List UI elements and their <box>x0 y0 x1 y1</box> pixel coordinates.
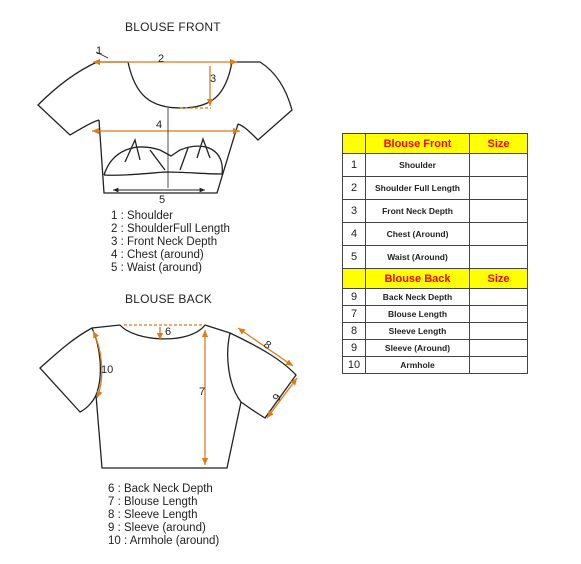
size-input-cell[interactable] <box>469 222 528 246</box>
size-input-cell[interactable] <box>469 322 528 340</box>
table-row: 7 Blouse Length <box>342 305 528 323</box>
shoulder-marker-line <box>95 51 109 59</box>
size-input-cell[interactable] <box>469 153 528 177</box>
legend-item: 2 : ShoulderFull Length <box>111 223 230 235</box>
row-label: Chest (Around) <box>365 222 470 246</box>
back-header-size: Size <box>469 268 528 289</box>
table-row: 5 Waist (Around) <box>342 245 528 269</box>
table-row: 3 Front Neck Depth <box>342 199 528 223</box>
row-label: Front Neck Depth <box>365 199 470 223</box>
front-header-size: Size <box>469 133 528 154</box>
legend-item: 5 : Waist (around) <box>111 262 202 274</box>
front-legend: 1 : Shoulder 2 : ShoulderFull Length 3 :… <box>111 210 230 275</box>
row-label: Armhole <box>365 356 470 374</box>
row-label: Sleeve Length <box>365 322 470 340</box>
legend-item: 6 : Back Neck Depth <box>108 483 213 495</box>
size-input-cell[interactable] <box>469 356 528 374</box>
back-marker-9: 9 <box>271 392 284 404</box>
front-header-row: Blouse Front Size <box>342 133 528 154</box>
front-header-label: Blouse Front <box>365 133 470 154</box>
row-num: 7 <box>342 305 366 323</box>
row-num: 10 <box>342 356 366 374</box>
back-marker-7: 7 <box>199 386 205 398</box>
table-row: 8 Sleeve Length <box>342 322 528 340</box>
header-num-cell <box>342 268 366 289</box>
back-marker-8: 8 <box>261 339 273 352</box>
size-input-cell[interactable] <box>469 245 528 269</box>
front-blouse-outline <box>37 61 293 194</box>
legend-item: 4 : Chest (around) <box>111 249 204 261</box>
front-diagram-title: BLOUSE FRONT <box>125 20 221 34</box>
front-marker-2: 2 <box>158 53 164 65</box>
table-row: 4 Chest (Around) <box>342 222 528 246</box>
table-row: 9 Back Neck Depth <box>342 288 528 306</box>
legend-item: 9 : Sleeve (around) <box>108 522 206 534</box>
row-label: Blouse Length <box>365 305 470 323</box>
legend-item: 3 : Front Neck Depth <box>111 236 218 248</box>
legend-item: 10 : Armhole (around) <box>108 535 220 547</box>
back-header-row: Blouse Back Size <box>342 268 528 289</box>
front-marker-4: 4 <box>156 119 162 131</box>
back-legend: 6 : Back Neck Depth 7 : Blouse Length 8 … <box>108 483 219 548</box>
front-marker-5: 5 <box>159 194 165 206</box>
row-num: 5 <box>342 245 366 269</box>
size-input-cell[interactable] <box>469 199 528 223</box>
back-measure-lines <box>92 324 298 465</box>
back-header-label: Blouse Back <box>365 268 470 289</box>
back-diagram-title: BLOUSE BACK <box>125 292 212 306</box>
table-row: 1 Shoulder <box>342 153 528 177</box>
row-num: 2 <box>342 176 366 200</box>
row-label: Sleeve (Around) <box>365 339 470 357</box>
table-row: 9 Sleeve (Around) <box>342 339 528 357</box>
size-input-cell[interactable] <box>469 288 528 306</box>
table-row: 2 Shoulder Full Length <box>342 176 528 200</box>
legend-item: 8 : Sleeve Length <box>108 509 198 521</box>
table-row: 10 Armhole <box>342 356 528 374</box>
size-input-cell[interactable] <box>469 305 528 323</box>
legend-item: 1 : Shoulder <box>111 210 174 222</box>
row-label: Back Neck Depth <box>365 288 470 306</box>
legend-item: 7 : Blouse Length <box>108 496 198 508</box>
row-num: 4 <box>342 222 366 246</box>
back-marker-10: 10 <box>101 364 113 376</box>
front-marker-3: 3 <box>210 73 216 85</box>
size-input-cell[interactable] <box>469 339 528 357</box>
row-num: 9 <box>342 339 366 357</box>
size-input-cell[interactable] <box>469 176 528 200</box>
row-num: 1 <box>342 153 366 177</box>
front-measure-lines <box>92 58 240 135</box>
back-blouse-outline <box>39 324 297 469</box>
row-num: 3 <box>342 199 366 223</box>
row-label: Waist (Around) <box>365 245 470 269</box>
header-num-cell <box>342 133 366 154</box>
row-num: 8 <box>342 322 366 340</box>
row-label: Shoulder Full Length <box>365 176 470 200</box>
front-marker-1: 1 <box>96 45 102 57</box>
back-marker-6: 6 <box>165 326 171 338</box>
row-num: 9 <box>342 288 366 306</box>
size-table: Blouse Front Size 1 Shoulder 2 Shoulder … <box>342 133 528 374</box>
row-label: Shoulder <box>365 153 470 177</box>
